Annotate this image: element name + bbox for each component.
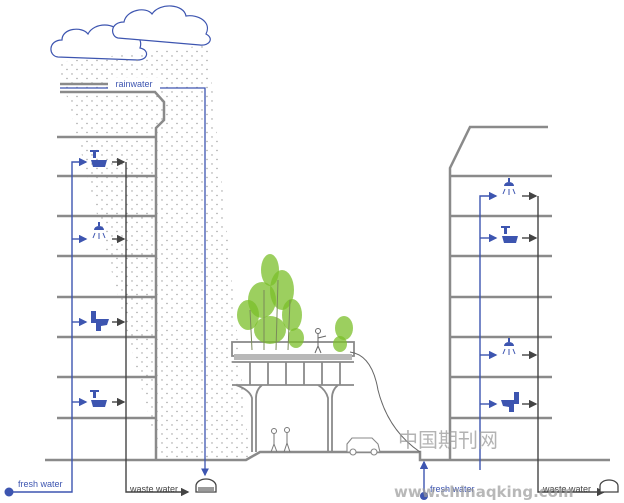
toilet-icon [91,311,109,331]
person-watering-icon [314,328,327,354]
waste-water-label-left: waste water [129,484,178,494]
right-building [448,125,552,460]
left-building [57,82,166,460]
pedestrians-icon [270,427,291,453]
tap-icon [501,226,518,243]
tap-icon [90,390,107,407]
hose [349,351,421,453]
fresh-water-label-left: fresh water [18,479,63,489]
elevated-park [231,341,355,452]
rainwater-label: rainwater [115,79,152,89]
watermark-url: www.chinaqking.com [394,483,574,501]
tree-trunks [249,279,291,351]
tree-icon [237,254,353,352]
cloud-icon [50,5,211,61]
fresh-water-label-right: fresh water [430,484,475,494]
toilet-icon [501,392,519,412]
left-waste-water-pipes [112,157,190,497]
shower-icon [92,222,106,239]
car-icon [346,437,381,456]
right-waste-water-pipes [522,191,606,497]
shower-icon [502,178,516,195]
rain-area [58,45,250,460]
left-fresh-water-pipes [12,157,88,493]
fresh-water-source-icon [420,492,428,500]
fresh-water-source-icon [4,487,14,497]
cistern-icon [195,478,217,493]
right-fresh-water-pipes [419,191,498,494]
shower-icon [502,338,516,355]
cistern-icon [599,479,619,493]
watermark-chinese: 中国期刊网 [398,428,498,452]
ground-line [45,450,610,462]
tap-icon [90,150,107,167]
waste-water-label-right: waste water [542,484,591,494]
